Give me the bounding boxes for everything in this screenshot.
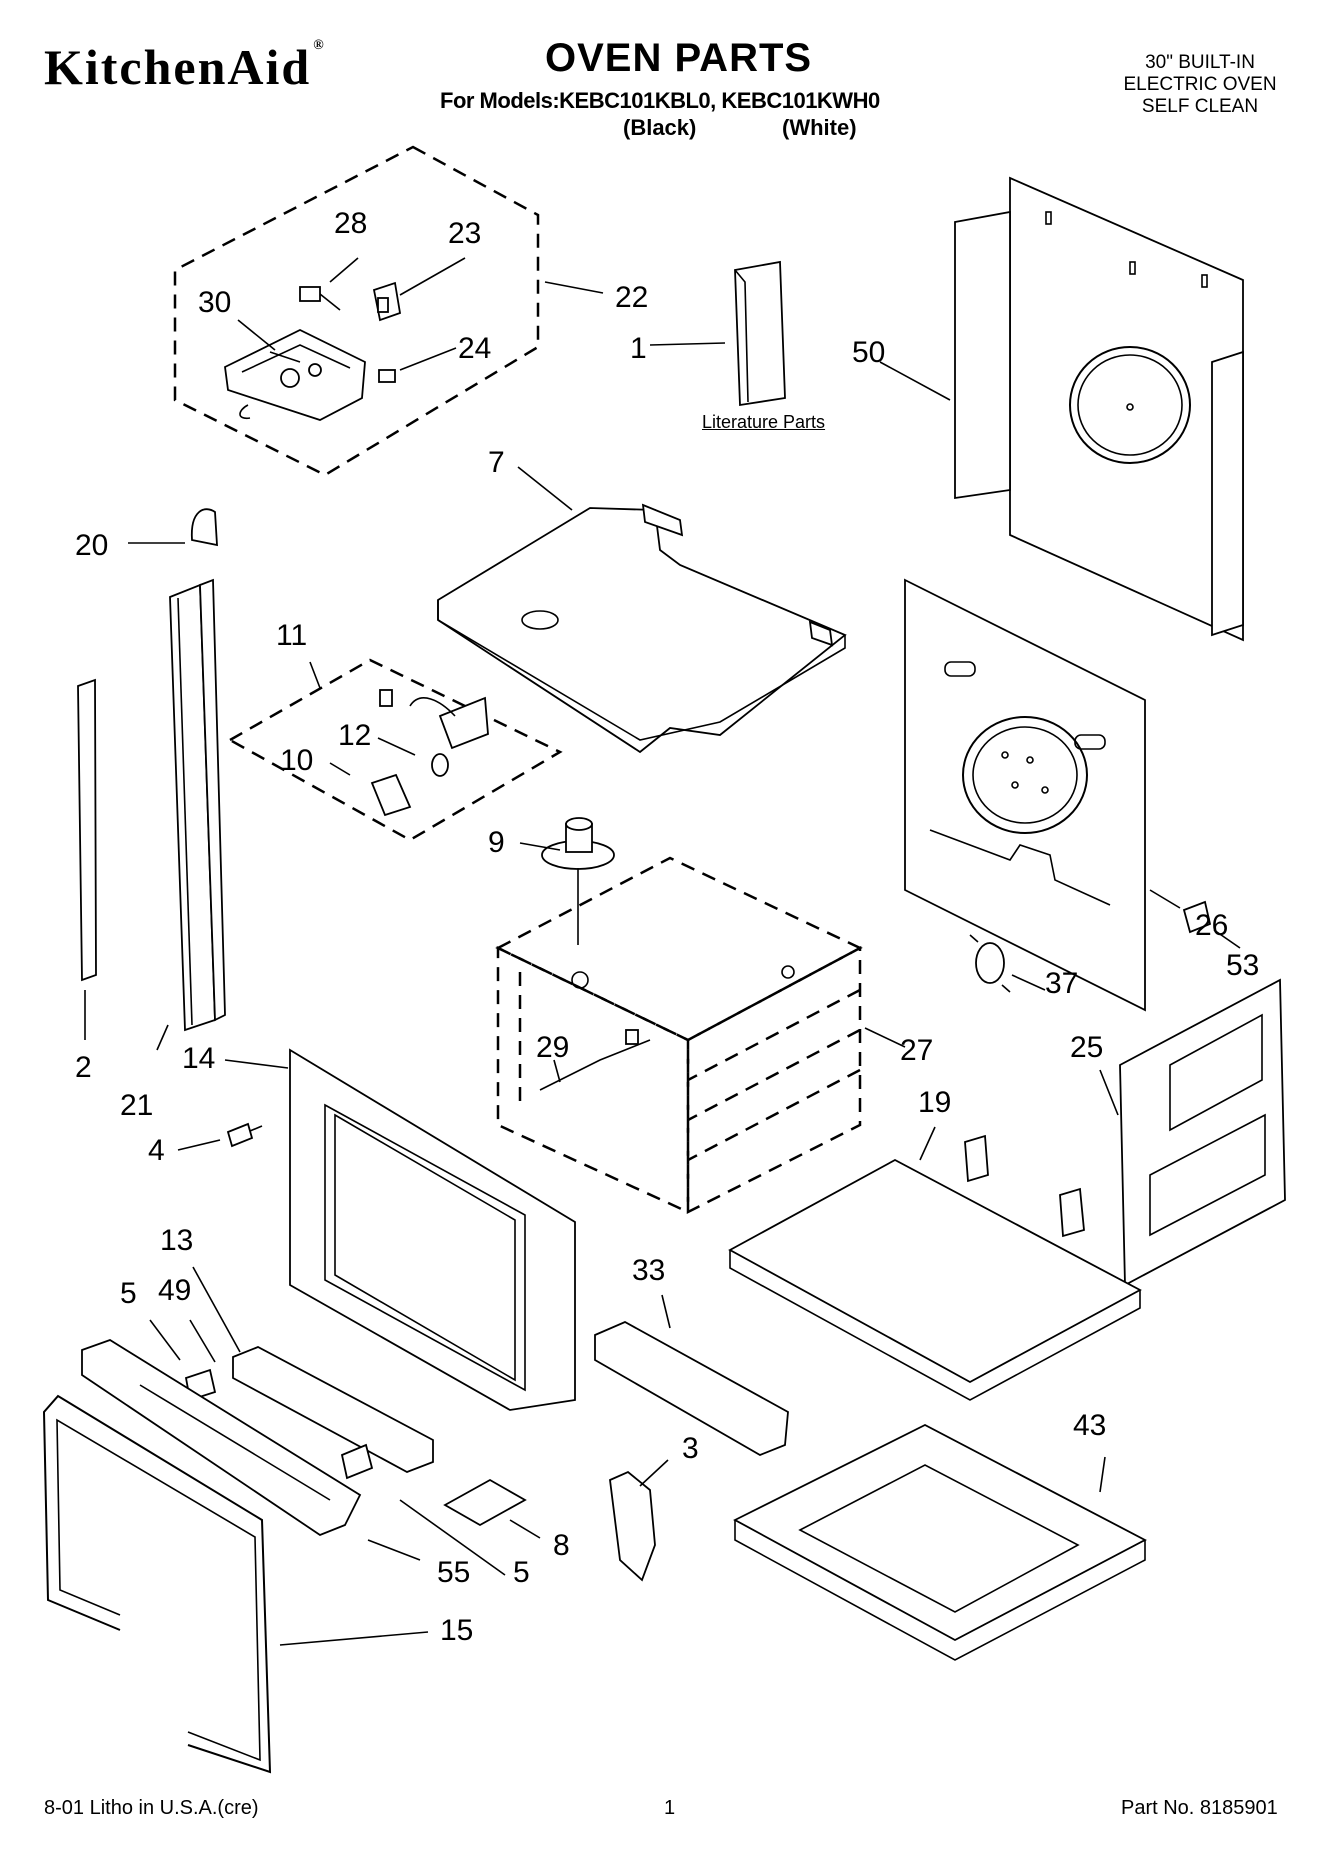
door-gasket bbox=[42, 1394, 272, 1774]
literature-parts-booklet bbox=[734, 260, 786, 407]
callout-43: 43 bbox=[1073, 1409, 1106, 1442]
leader-lines bbox=[84, 257, 1241, 1646]
mounting-bracket bbox=[609, 1470, 656, 1582]
models-line: For Models:KEBC101KBL0, KEBC101KWH0 bbox=[440, 88, 880, 113]
oven-description: 30" BUILT-IN ELECTRIC OVEN SELF CLEAN bbox=[1100, 52, 1300, 118]
oven-front-frame bbox=[289, 1048, 576, 1411]
callout-5-right: 5 bbox=[513, 1556, 530, 1589]
bottom-pan bbox=[733, 1423, 1147, 1661]
callout-5-left: 5 bbox=[120, 1277, 137, 1310]
description-line: ELECTRIC OVEN bbox=[1123, 74, 1277, 95]
description-line: 30" BUILT-IN bbox=[1145, 52, 1255, 73]
oven-cavity bbox=[495, 856, 863, 1215]
callout-9: 9 bbox=[488, 826, 505, 859]
door-clip bbox=[443, 1478, 527, 1527]
callout-33: 33 bbox=[632, 1254, 665, 1287]
callout-13: 13 bbox=[160, 1224, 193, 1257]
callout-28: 28 bbox=[334, 207, 367, 240]
callout-23: 23 bbox=[448, 217, 481, 250]
page-title: OVEN PARTS bbox=[545, 36, 813, 80]
callout-30: 30 bbox=[198, 286, 231, 319]
callout-8: 8 bbox=[553, 1529, 570, 1562]
callout-15: 15 bbox=[440, 1614, 473, 1647]
callout-50: 50 bbox=[852, 336, 885, 369]
small-bracket bbox=[1182, 900, 1212, 934]
control-assembly-group bbox=[173, 145, 540, 477]
callout-7: 7 bbox=[488, 446, 505, 479]
hinge-cap bbox=[191, 508, 218, 547]
callout-24: 24 bbox=[458, 332, 491, 365]
door-gasket-inner bbox=[56, 1418, 261, 1762]
side-panel bbox=[1119, 978, 1286, 1287]
callout-22: 22 bbox=[615, 281, 648, 314]
callout-4: 4 bbox=[148, 1134, 165, 1167]
bottom-cover bbox=[728, 1134, 1142, 1401]
callout-3: 3 bbox=[682, 1432, 699, 1465]
literature-parts-label: Literature Parts bbox=[702, 412, 826, 432]
description-line: SELF CLEAN bbox=[1141, 96, 1259, 117]
screw bbox=[226, 1122, 263, 1148]
thermostat-element bbox=[541, 817, 615, 945]
callout-14: 14 bbox=[182, 1042, 215, 1075]
oven-back-wall bbox=[904, 578, 1146, 1012]
footer-litho: 8-01 Litho in U.S.A.(cre) bbox=[44, 1797, 259, 1819]
callout-12: 12 bbox=[338, 719, 371, 752]
callout-21: 21 bbox=[120, 1089, 153, 1122]
thermal-switch bbox=[969, 934, 1011, 993]
front-trim-pieces bbox=[184, 1346, 434, 1480]
callout-1: 1 bbox=[630, 332, 647, 365]
callout-20: 20 bbox=[75, 529, 108, 562]
color-black-label: (Black) bbox=[623, 115, 697, 140]
color-white-label: (White) bbox=[782, 115, 857, 140]
footer-page-number: 1 bbox=[664, 1797, 676, 1819]
callout-11: 11 bbox=[276, 619, 307, 652]
callout-29: 29 bbox=[536, 1031, 569, 1064]
side-trim-strips bbox=[77, 578, 226, 1032]
registered-mark: ® bbox=[313, 38, 326, 53]
callout-labels: 28 23 30 22 24 1 50 7 20 11 12 10 9 53 2… bbox=[75, 207, 1259, 1647]
top-shield bbox=[437, 503, 847, 754]
footer-part-number: Part No. 8185901 bbox=[1121, 1797, 1278, 1819]
callout-53: 53 bbox=[1226, 949, 1259, 982]
callout-2: 2 bbox=[75, 1051, 92, 1084]
callout-49: 49 bbox=[158, 1274, 191, 1307]
callout-26: 26 bbox=[1195, 909, 1228, 942]
callout-55: 55 bbox=[437, 1556, 470, 1589]
channel-rail bbox=[594, 1320, 789, 1456]
callout-27: 27 bbox=[900, 1034, 933, 1067]
rear-back-panel bbox=[954, 176, 1244, 642]
callout-37: 37 bbox=[1045, 967, 1078, 1000]
vent-trim bbox=[81, 1339, 362, 1537]
callout-10: 10 bbox=[280, 744, 313, 777]
light-assembly-group bbox=[227, 658, 563, 842]
callout-19: 19 bbox=[918, 1086, 951, 1119]
callout-25: 25 bbox=[1070, 1031, 1103, 1064]
brand-logo: KitchenAid® bbox=[44, 38, 326, 95]
